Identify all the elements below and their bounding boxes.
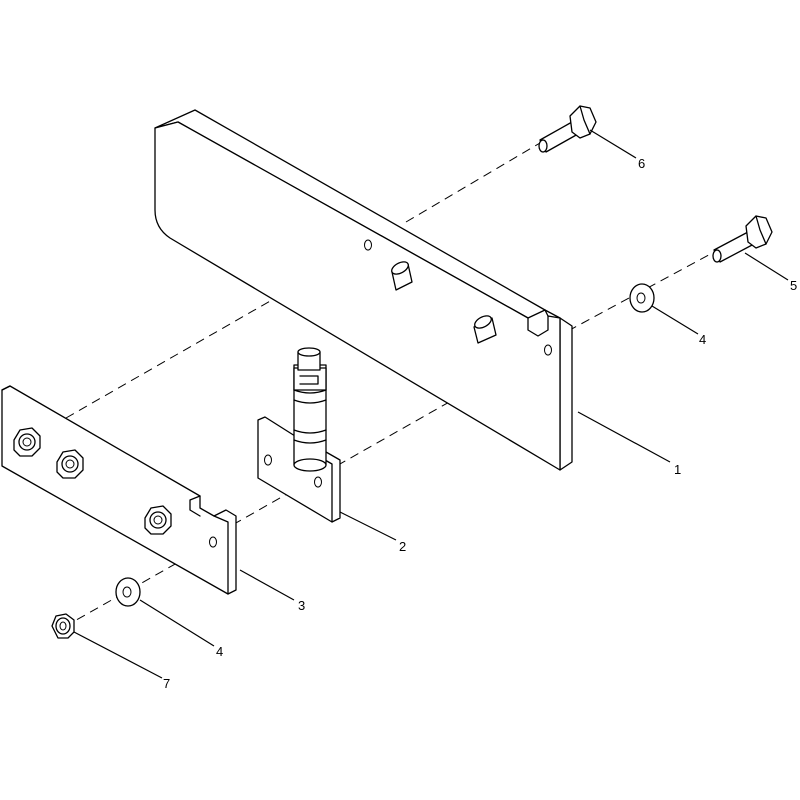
part-4-washer-lower (115, 577, 141, 607)
hex-nut-a (13, 427, 41, 457)
part-5-bolt (712, 215, 773, 263)
callout-1: 1 (674, 462, 681, 477)
pivot-shaft (293, 347, 327, 472)
callout-5: 5 (790, 278, 797, 293)
callout-3: 3 (298, 598, 305, 613)
dowel-pin (473, 315, 497, 344)
part-6-bolt (538, 105, 597, 153)
part-2-pivot-bracket (257, 347, 341, 523)
callout-labels: 1 2 3 4 4 5 6 7 (163, 156, 797, 691)
part-7-nut (51, 613, 75, 639)
part-4-washer-upper (629, 283, 655, 313)
hex-nut-c (144, 505, 172, 535)
callout-4-lower: 4 (216, 644, 223, 659)
part-1-main-plate (154, 109, 573, 471)
dowel-pin (391, 261, 413, 291)
part-3-mounting-plate (1, 385, 237, 595)
leader-lines (73, 129, 789, 679)
callout-7: 7 (163, 676, 170, 691)
callout-2: 2 (399, 539, 406, 554)
callout-4-upper: 4 (699, 332, 706, 347)
callout-6: 6 (638, 156, 645, 171)
hex-nut-b (56, 449, 84, 479)
